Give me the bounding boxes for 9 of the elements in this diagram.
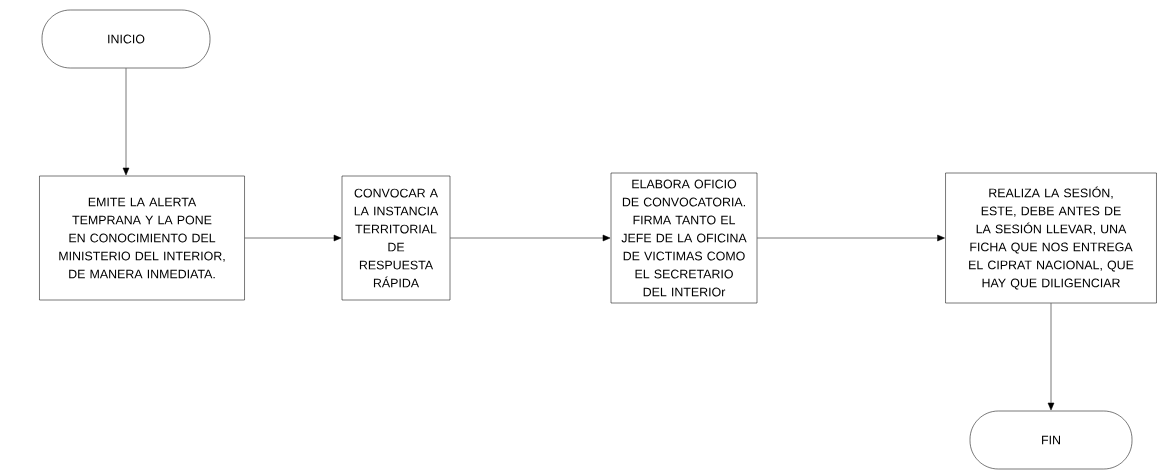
- arrow: [122, 68, 130, 176]
- process-box: CONVOCAR A LA INSTANCIA TERRITORIAL DE RESPUESTA RÁPIDA: [341, 175, 451, 301]
- process-box: EMITE LA ALERTA TEMPRANA Y LA PONE EN CONOCIMIENTO DEL MINISTERIO DEL INTERIOR, DE MANERA INMEDIATA.: [39, 175, 245, 301]
- arrow: [244, 234, 342, 242]
- process-box: REALIZA LA SESIÓN, ESTE, DEBE ANTES DE LA SESIÓN LLEVAR, UNA FICHA QUE NOS ENTREGA EL CIPRAT NACIONAL, QUE HAY QUE DILIGENCIAR: [945, 172, 1157, 304]
- arrow: [1047, 303, 1055, 411]
- arrow: [450, 234, 611, 242]
- arrow: [757, 234, 945, 242]
- process-box: ELABORA OFICIO DE CONVOCATORIA. FIRMA TANTO EL JEFE DE LA OFICINA DE VICTIMAS COMO EL SECRETARIO DEL INTERIOr: [610, 172, 758, 304]
